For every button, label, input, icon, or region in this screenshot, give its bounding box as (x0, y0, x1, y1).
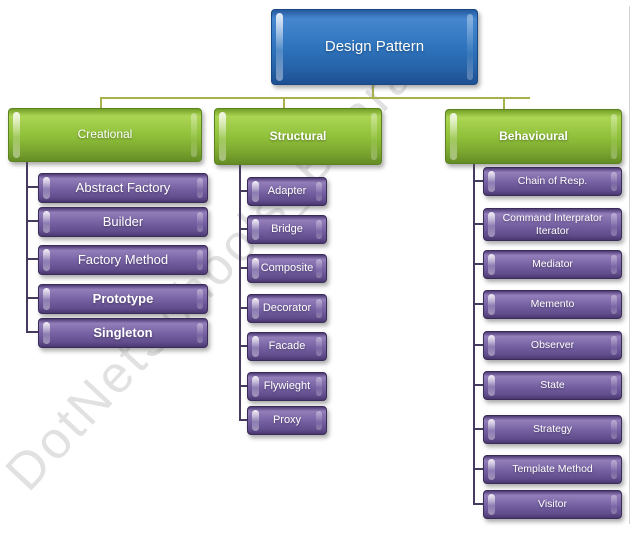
pattern-box-decorator: Decorator (247, 294, 327, 323)
pattern-box-observer: Observer (483, 331, 622, 360)
category-label: Structural (269, 128, 327, 143)
connector-line (283, 97, 285, 110)
pattern-label: Template Method (512, 463, 593, 476)
pattern-label: Proxy (272, 414, 302, 427)
connector-line (26, 186, 38, 188)
pattern-label: Singleton (93, 324, 153, 340)
connector-line (26, 331, 38, 333)
pattern-label: Adapter (267, 185, 307, 198)
connector-line (503, 97, 505, 110)
connector-line (239, 307, 247, 309)
page-edge-line (629, 6, 630, 524)
connector-line (372, 83, 374, 98)
pattern-box-mediator: Mediator (483, 250, 622, 279)
category-label: Creational (77, 127, 133, 142)
pattern-label: Composite (260, 262, 314, 275)
connector-line (473, 384, 483, 386)
connector-line (473, 503, 483, 505)
pattern-label: Chain of Resp. (517, 175, 588, 188)
connector-line (473, 303, 483, 305)
pattern-box-strategy: Strategy (483, 415, 622, 444)
connector-line (239, 345, 247, 347)
connector-line (100, 97, 102, 110)
pattern-label: Strategy (532, 423, 573, 436)
pattern-label: Factory Method (77, 251, 169, 267)
connector-line (473, 428, 483, 430)
pattern-box-singleton: Singleton (38, 318, 208, 348)
category-label: Behavioural (499, 128, 568, 143)
connector-line (26, 220, 38, 222)
pattern-label: Command Interprator Iterator (502, 212, 603, 237)
connector-line (239, 267, 247, 269)
connector-line (239, 190, 247, 192)
pattern-box-visitor: Visitor (483, 490, 622, 519)
pattern-box-memento: Memento (483, 290, 622, 319)
pattern-label: Visitor (538, 498, 567, 511)
pattern-box-prototype: Prototype (38, 284, 208, 314)
pattern-box-flywieght: Flywieght (247, 372, 327, 401)
pattern-label: Mediator (532, 258, 573, 271)
pattern-label: Observer (530, 339, 575, 352)
pattern-box-adapter: Adapter (247, 177, 327, 206)
pattern-label: Builder (102, 213, 144, 229)
connector-line (26, 156, 28, 332)
pattern-box-chain-of-resp: Chain of Resp. (483, 167, 622, 196)
connector-line (239, 159, 241, 420)
pattern-label: Memento (530, 298, 575, 311)
pattern-box-composite: Composite (247, 254, 327, 283)
pattern-box-state: State (483, 371, 622, 400)
root-label: Design Pattern (324, 38, 425, 56)
connector-line (26, 258, 38, 260)
connector-line (239, 419, 247, 421)
pattern-box-abstract-factory: Abstract Factory (38, 173, 208, 203)
pattern-label: Flywieght (263, 380, 311, 393)
connector-line (473, 344, 483, 346)
pattern-box-proxy: Proxy (247, 406, 327, 435)
pattern-label: Prototype (92, 290, 154, 306)
pattern-label: Bridge (271, 223, 303, 236)
connector-line (239, 228, 247, 230)
connector-line (473, 263, 483, 265)
pattern-box-facade: Facade (247, 332, 327, 361)
connector-line (473, 223, 483, 225)
pattern-box-command-interprator-iterator: Command Interprator Iterator (483, 208, 622, 241)
pattern-box-builder: Builder (38, 207, 208, 237)
category-box-structural: Structural (214, 108, 382, 165)
pattern-label: State (540, 379, 565, 392)
connector-line (473, 158, 475, 504)
pattern-label: Facade (268, 340, 306, 353)
pattern-box-factory-method: Factory Method (38, 245, 208, 275)
pattern-label: Abstract Factory (75, 179, 171, 195)
connector-line (100, 97, 530, 99)
pattern-box-bridge: Bridge (247, 215, 327, 244)
pattern-label: Decorator (262, 302, 312, 315)
connector-line (26, 297, 38, 299)
pattern-box-template-method: Template Method (483, 455, 622, 484)
connector-line (473, 468, 483, 470)
root-node-design-pattern: Design Pattern (271, 9, 478, 85)
category-box-creational: Creational (8, 108, 202, 162)
connector-line (239, 385, 247, 387)
connector-line (473, 180, 483, 182)
category-box-behavioural: Behavioural (445, 109, 622, 164)
